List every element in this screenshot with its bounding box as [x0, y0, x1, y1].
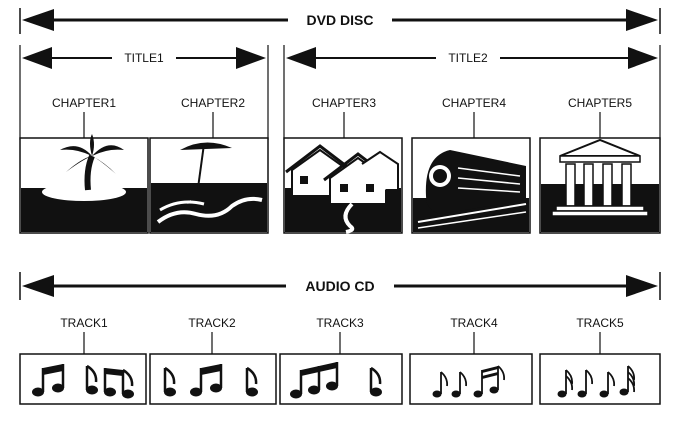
- beach-umbrella-icon: [149, 137, 269, 234]
- track5-label: TRACK5: [576, 316, 624, 330]
- track-boxes: [19, 353, 661, 405]
- track3-label: TRACK3: [316, 316, 364, 330]
- music-notes-icon: [557, 365, 636, 398]
- palm-island-icon: [19, 134, 149, 234]
- music-notes-icon: [32, 364, 134, 399]
- music-notes-icon: [163, 364, 258, 397]
- dvd-disc-label: DVD DISC: [307, 12, 374, 28]
- title2-span: TITLE2: [283, 45, 661, 140]
- audio-cd-span: AUDIO CD: [19, 272, 661, 300]
- track1-label: TRACK1: [60, 316, 108, 330]
- chapter1-label: CHAPTER1: [52, 96, 116, 110]
- music-notes-icon: [290, 362, 382, 399]
- houses-icon: [283, 137, 403, 234]
- music-notes-icon: [432, 365, 506, 398]
- track4-box: [409, 353, 533, 405]
- chapter2-label: CHAPTER2: [181, 96, 245, 110]
- chapter3-label: CHAPTER3: [312, 96, 376, 110]
- title1-span: TITLE1: [19, 45, 269, 140]
- chapter4-label: CHAPTER4: [442, 96, 506, 110]
- track-connectors: [83, 332, 601, 354]
- track4-label: TRACK4: [450, 316, 498, 330]
- temple-icon: [539, 137, 661, 234]
- chapter-connectors: [83, 112, 601, 138]
- track2-label: TRACK2: [188, 316, 236, 330]
- title1-label: TITLE1: [124, 51, 164, 65]
- dvd-disc-span: DVD DISC: [19, 8, 661, 34]
- chapter5-label: CHAPTER5: [568, 96, 632, 110]
- track2-box: [149, 353, 277, 405]
- track5-box: [539, 353, 661, 405]
- train-icon: [411, 137, 531, 234]
- audio-cd-label: AUDIO CD: [305, 278, 374, 294]
- title2-label: TITLE2: [448, 51, 488, 65]
